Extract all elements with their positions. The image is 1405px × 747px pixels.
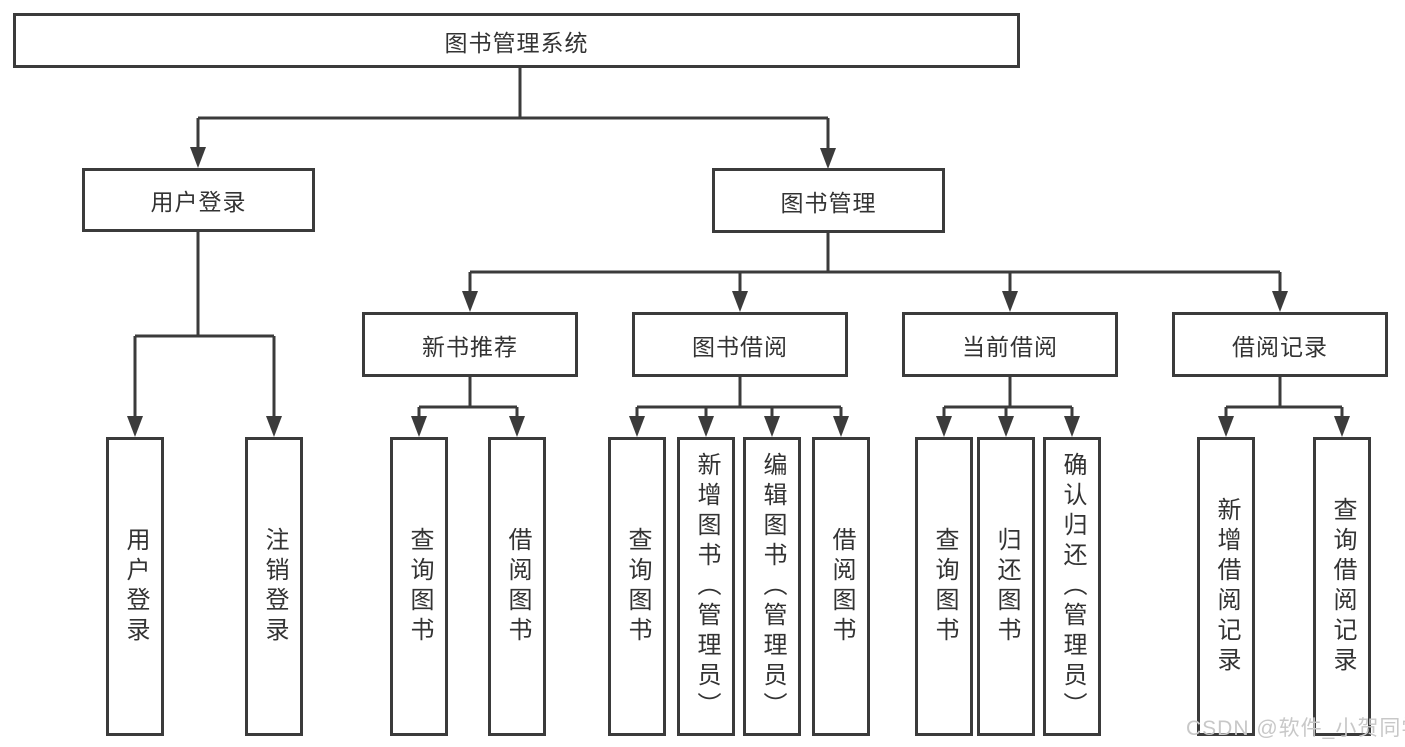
node-user-login-label: 用户登录 <box>150 189 247 215</box>
leaf-logout: 注销登录 <box>245 437 303 736</box>
leaf-add-books-admin: 新增图书（管理员） <box>677 437 735 736</box>
leaf-logout-label: 注销登录 <box>261 526 288 647</box>
leaf-user-login: 用户登录 <box>106 437 164 736</box>
watermark: CSDN @软件_小贺同学 <box>1186 717 1405 740</box>
leaf-borrow-books-recommend: 借阅图书 <box>488 437 546 736</box>
leaf-user-login-label: 用户登录 <box>122 526 149 647</box>
node-book-management-label: 图书管理 <box>780 189 877 216</box>
leaf-return-books-label: 归还图书 <box>993 526 1020 647</box>
node-borrow-records: 借阅记录 <box>1172 312 1388 377</box>
node-user-login: 用户登录 <box>82 168 315 232</box>
leaf-borrow-books-label: 借阅图书 <box>828 526 855 647</box>
node-current-borrow-label: 当前借阅 <box>962 333 1058 360</box>
node-book-borrow-label: 图书借阅 <box>692 333 788 360</box>
node-library-system: 图书管理系统 <box>13 13 1020 68</box>
node-book-borrow: 图书借阅 <box>632 312 848 377</box>
leaf-add-borrow-record: 新增借阅记录 <box>1197 437 1255 736</box>
node-borrow-records-label: 借阅记录 <box>1232 333 1328 360</box>
leaf-query-books-current: 查询图书 <box>915 437 973 736</box>
leaf-query-books-recommend-label: 查询图书 <box>406 526 433 647</box>
node-new-book-recommend: 新书推荐 <box>362 312 578 377</box>
leaf-borrow-books-recommend-label: 借阅图书 <box>504 526 531 647</box>
node-current-borrow: 当前借阅 <box>902 312 1118 377</box>
leaf-confirm-return-admin-label: 确认归还（管理员） <box>1059 451 1086 722</box>
leaf-add-books-admin-label: 新增图书（管理员） <box>693 451 720 722</box>
leaf-query-books-borrow: 查询图书 <box>608 437 666 736</box>
leaf-edit-books-admin-label: 编辑图书（管理员） <box>759 451 786 722</box>
leaf-add-borrow-record-label: 新增借阅记录 <box>1213 496 1240 677</box>
node-book-management: 图书管理 <box>712 168 945 233</box>
node-new-book-recommend-label: 新书推荐 <box>422 333 518 360</box>
leaf-borrow-books: 借阅图书 <box>812 437 870 736</box>
leaf-return-books: 归还图书 <box>977 437 1035 736</box>
leaf-edit-books-admin: 编辑图书（管理员） <box>743 437 801 736</box>
node-library-system-label: 图书管理系统 <box>444 29 589 56</box>
leaf-query-books-current-label: 查询图书 <box>931 526 958 647</box>
leaf-confirm-return-admin: 确认归还（管理员） <box>1043 437 1101 736</box>
leaf-query-books-borrow-label: 查询图书 <box>624 526 651 647</box>
leaf-query-borrow-record-label: 查询借阅记录 <box>1329 496 1356 677</box>
leaf-query-books-recommend: 查询图书 <box>390 437 448 736</box>
leaf-query-borrow-record: 查询借阅记录 <box>1313 437 1371 736</box>
